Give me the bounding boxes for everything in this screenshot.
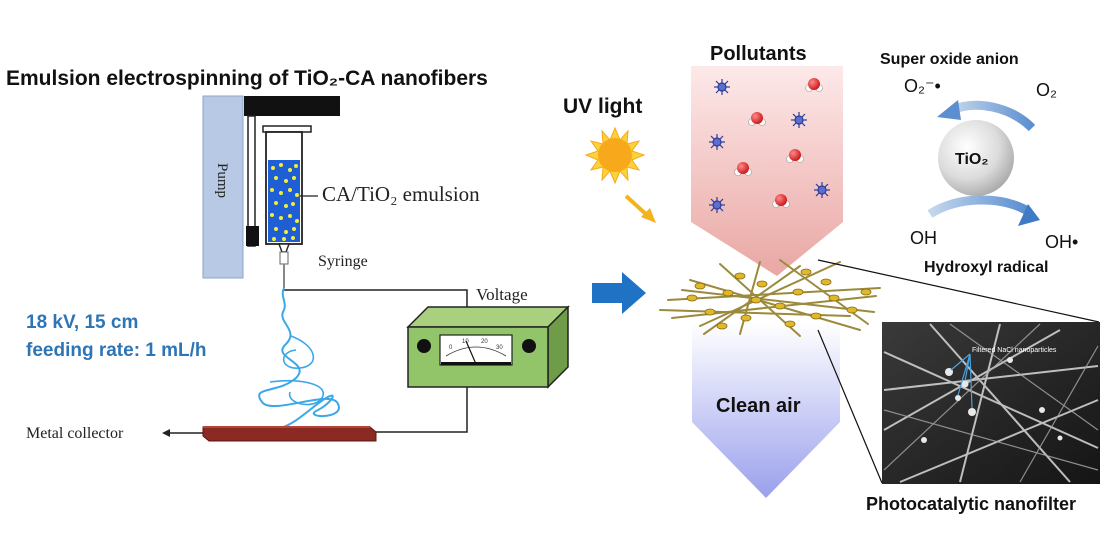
meter-display-base: [441, 362, 511, 365]
pump-bottom-block: [246, 226, 259, 246]
meter-tick-20: 20: [481, 339, 488, 345]
needle-wire: [284, 289, 468, 308]
uv-arrow-line: [624, 194, 650, 218]
syringe-label: Syringe: [318, 253, 368, 270]
left-title: Emulsion electrospinning of TiO₂-CA nano…: [6, 67, 488, 90]
clean-air-label: Clean air: [716, 395, 801, 417]
fiber-jet: [258, 287, 340, 429]
params-line-2: feeding rate: 1 mL/h: [26, 340, 207, 361]
meter-tick-0: 0: [449, 345, 453, 351]
o2: O₂: [1036, 80, 1057, 100]
fiber-jet-loops: [269, 335, 325, 406]
sem-image: Filtered NaCl nanoparticles: [882, 322, 1100, 484]
o2-arrow: [950, 100, 1036, 132]
zoom-line-bottom: [817, 329, 883, 484]
filter-label: Photocatalytic nanofilter: [866, 494, 1076, 514]
collector-arrow-head: [162, 429, 170, 437]
o2-radical: O₂⁻•: [904, 76, 941, 96]
params-line-1: 18 kV, 15 cm: [26, 312, 138, 333]
meter-scale-arc: [445, 346, 507, 357]
meter-tick-30: 30: [496, 345, 503, 351]
star-particle: [709, 79, 830, 213]
uv-label: UV light: [563, 95, 642, 118]
water-molecule: [734, 78, 823, 208]
o2-arrow-head: [937, 100, 961, 120]
zoom-line-top: [817, 259, 1100, 323]
emulsion-label: CA/TiO₂ emulsion: [322, 182, 480, 206]
pollutant-particles: [709, 78, 830, 213]
sun-icon: [584, 126, 646, 185]
oh-label: OH: [910, 228, 937, 248]
meter-knob-right: [522, 339, 536, 353]
oh-radical: OH•: [1045, 232, 1078, 252]
emulsion-droplets: [270, 163, 299, 241]
clean-air-funnel: [692, 323, 840, 498]
sem-annotation: Filtered NaCl nanoparticles: [972, 347, 1057, 354]
pump-top-bar: [244, 96, 340, 116]
pollutants-label: Pollutants: [710, 43, 807, 65]
syringe-tip: [277, 243, 291, 253]
uv-arrow-head: [641, 208, 656, 223]
meter-tick-10: 10: [462, 339, 469, 345]
superoxide-label: Super oxide anion: [880, 51, 1019, 68]
voltage-label: Voltage: [476, 285, 528, 304]
hydroxyl-label: Hydroxyl radical: [924, 259, 1049, 276]
tio2-label: TiO₂: [955, 151, 988, 168]
collector-wire: [376, 387, 468, 433]
oh-arrow: [927, 195, 1029, 218]
nanofiber-mat: [659, 259, 881, 337]
pollutant-funnel: [691, 66, 843, 276]
pump-label: Pump: [214, 163, 230, 198]
pump-body: [202, 95, 244, 279]
syringe-needle-hub: [279, 251, 289, 265]
meter-needle: [465, 340, 477, 365]
collector-label: Metal collector: [26, 425, 124, 442]
center-flow-arrow: [592, 272, 646, 314]
meter-knob-left: [417, 339, 431, 353]
collector-plate: [202, 426, 377, 442]
oh-arrow-head: [1018, 204, 1040, 226]
tio2-sphere: [938, 120, 1014, 196]
meter-top-face: [406, 306, 570, 328]
